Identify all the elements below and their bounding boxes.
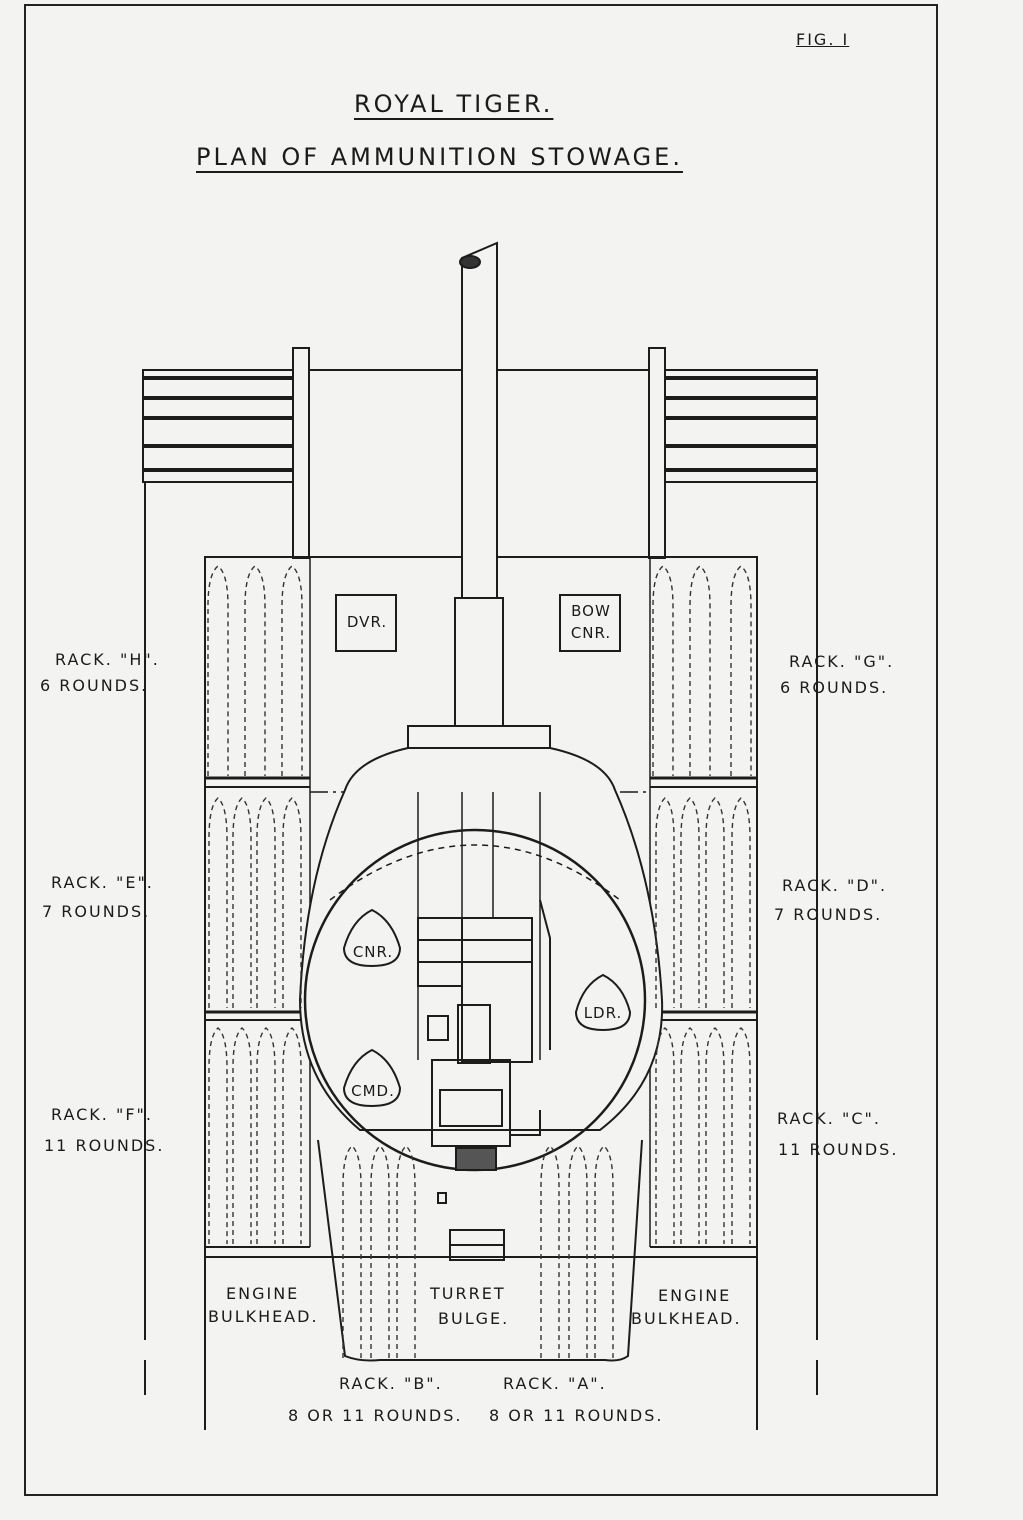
engine-bulkhead-right-1: ENGINE [658,1286,732,1305]
ammunition-round [208,797,228,1008]
ammunition-round [208,1027,228,1244]
gunner-seat [342,908,402,968]
rack-c-rounds: 11 ROUNDS. [778,1140,899,1159]
ammunition-round [680,1027,700,1244]
loader-seat [574,973,632,1032]
rack-b-name: RACK. "B". [339,1374,443,1393]
ammunition-round [705,1027,725,1244]
driver-hatch [335,594,397,652]
ammunition-round [281,565,303,776]
ammunition-round [342,1145,362,1358]
ammunition-round [652,565,674,776]
rack-a-rounds: 8 OR 11 ROUNDS. [489,1406,664,1425]
ammunition-round [568,1145,588,1358]
ammunition-round [282,797,302,1008]
rack-e-name: RACK. "E". [51,873,154,892]
ammunition-round [207,565,229,776]
rack-d-name: RACK. "D". [782,876,888,895]
rack-c-name: RACK. "C". [777,1109,881,1128]
figure-label: FIG. I [796,30,850,49]
engine-bulkhead-right-2: BULKHEAD. [631,1309,742,1328]
rack-a-name: RACK. "A". [503,1374,607,1393]
rack-h-name: RACK. "H". [55,650,160,669]
title-line-2: PLAN OF AMMUNITION STOWAGE. [196,143,683,171]
rack-h-rounds: 6 ROUNDS. [40,676,149,695]
ammunition-round [655,1027,675,1244]
ammunition-round [705,797,725,1008]
ammunition-round [594,1145,614,1358]
driver-label: DVR. [346,613,388,631]
bow-gunner-hatch [559,594,621,652]
bow-gunner-label-2: CNR. [570,624,612,642]
right-side-post [648,347,666,559]
gunner-label: CNR. [352,943,394,961]
right-track [664,369,818,1340]
bow-gunner-label-1: BOW [571,602,611,620]
ammunition-round [244,565,266,776]
ammunition-round [540,1145,560,1358]
engine-bulkhead-left-2: BULKHEAD. [208,1307,319,1326]
rack-f-rounds: 11 ROUNDS. [44,1136,165,1155]
gun-barrel [407,241,551,749]
ammunition-round [256,1027,276,1244]
ammunition-round [256,797,276,1008]
ammunition-round [689,565,711,776]
commander-label: CMD. [351,1082,395,1100]
ammunition-round [655,797,675,1008]
rack-d-rounds: 7 ROUNDS. [774,905,883,924]
turret-bulge [317,1139,643,1362]
ammunition-round [282,1027,302,1244]
ammunition-round [731,1027,751,1244]
rack-b-rounds: 8 OR 11 ROUNDS. [288,1406,463,1425]
left-side-post [292,347,310,559]
loader-label: LDR. [583,1004,623,1022]
turret-bulge-label-2: BULGE. [438,1309,510,1328]
commander-seat [342,1048,402,1108]
turret [298,747,664,1172]
rack-e-rounds: 7 ROUNDS. [42,902,151,921]
ammunition-round [232,1027,252,1244]
ammunition-round [232,797,252,1008]
drawing-frame [24,4,938,1496]
rack-f-name: RACK. "F". [51,1105,153,1124]
turret-bulge-label-1: TURRET [430,1284,506,1303]
ammunition-round [680,797,700,1008]
ammunition-round [731,797,751,1008]
ammunition-round [370,1145,390,1358]
title-line-1: ROYAL TIGER. [354,90,554,118]
ammunition-round [396,1145,416,1358]
left-track [142,369,294,1340]
rack-g-rounds: 6 ROUNDS. [780,678,889,697]
engine-bulkhead-left-1: ENGINE [226,1284,300,1303]
ammunition-round [730,565,752,776]
rack-g-name: RACK. "G". [789,652,895,671]
